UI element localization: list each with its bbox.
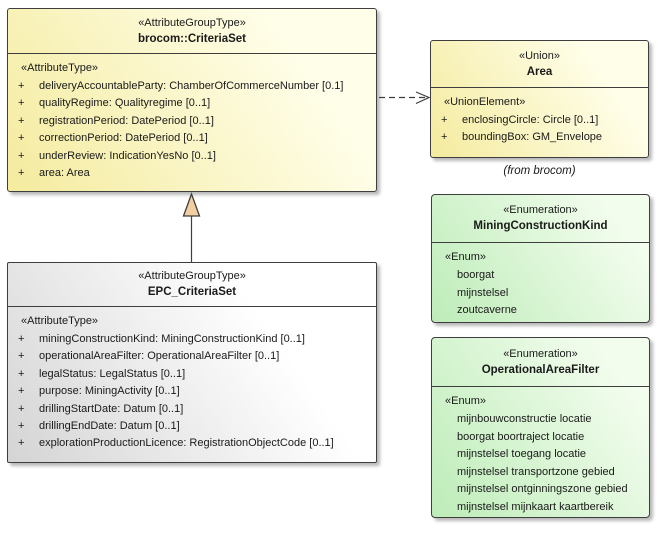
enum-literal: mijnstelsel toegang locatie <box>457 448 587 460</box>
section-label: «UnionElement» <box>444 96 526 108</box>
attribute-row: + miningConstructionKind: MiningConstruc… <box>16 331 372 348</box>
from-package-note: (from brocom) <box>503 165 576 177</box>
enum-literal: mijnstelsel transportzone gebied <box>457 465 615 478</box>
class-name: brocom::CriteriaSet <box>138 32 246 45</box>
stereotype-label: «Enumeration» <box>503 347 578 360</box>
attribute-row: + area: Area <box>16 165 372 182</box>
section-label: «AttributeType» <box>21 62 99 74</box>
visibility-marker: + <box>18 167 25 180</box>
class-name: Area <box>526 65 553 78</box>
visibility-marker: + <box>18 80 25 92</box>
visibility-marker: + <box>18 385 25 398</box>
enum-literal: zoutcaverne <box>457 304 517 316</box>
visibility-marker: + <box>18 149 25 162</box>
attribute-row: + explorationProductionLicence: Registra… <box>16 435 372 452</box>
attribute-row: + correctionPeriod: DatePeriod [0..1] <box>16 130 372 147</box>
visibility-marker: + <box>441 131 448 144</box>
visibility-marker: + <box>18 420 25 433</box>
section-label: «AttributeType» <box>21 315 99 327</box>
visibility-marker: + <box>18 402 25 415</box>
dependency-open-arrowhead-icon <box>415 91 431 105</box>
section-label: «Enum» <box>445 395 486 407</box>
attribute-text: underReview: IndicationYesNo [0..1] <box>39 149 216 162</box>
generalization-triangle-arrowhead-icon <box>182 192 201 217</box>
attribute-text: deliveryAccountableParty: ChamberOfComme… <box>39 80 344 92</box>
class-name: EPC_CriteriaSet <box>147 286 237 298</box>
attribute-row: + enclosingCircle: Circle [0..1] <box>439 112 644 129</box>
stereotype-label: «AttributeGroupType» <box>138 270 246 282</box>
enum-literal: mijnstelsel ontginningszone gebied <box>457 483 628 495</box>
enum-literal: mijnstelsel <box>457 286 509 299</box>
stereotype-label: «AttributeGroupType» <box>138 16 246 29</box>
attribute-text: miningConstructionKind: MiningConstructi… <box>39 333 305 345</box>
attribute-text: area: Area <box>39 167 90 180</box>
attribute-row: + deliveryAccountableParty: ChamberOfCom… <box>16 78 372 95</box>
class-header: «Union» Area <box>431 41 648 88</box>
attribute-text: purpose: MiningActivity [0..1] <box>39 385 180 398</box>
visibility-marker: + <box>18 333 25 345</box>
enum-literal: mijnstelsel mijnkaart kaartbereik <box>457 500 614 513</box>
visibility-marker: + <box>18 97 25 110</box>
attribute-text: drillingStartDate: Datum [0..1] <box>39 402 184 415</box>
visibility-marker: + <box>18 114 25 127</box>
visibility-marker: + <box>18 367 25 380</box>
attributes-section: «UnionElement» + enclosingCircle: Circle… <box>431 88 648 151</box>
attribute-text: drillingEndDate: Datum [0..1] <box>39 420 180 433</box>
class-header: «AttributeGroupType» brocom::CriteriaSet <box>8 9 376 54</box>
enum-literal: mijnbouwconstructie locatie <box>457 413 592 425</box>
class-name: MiningConstructionKind <box>473 220 608 232</box>
attribute-text: legalStatus: LegalStatus [0..1] <box>39 367 186 380</box>
attribute-row: + registrationPeriod: DatePeriod [0..1] <box>16 113 372 130</box>
enum-section: «Enum» mijnbouwconstructie locatie boorg… <box>432 387 649 520</box>
class-box-brocom-criteriaset: «AttributeGroupType» brocom::CriteriaSet… <box>7 8 377 192</box>
attribute-text: explorationProductionLicence: Registrati… <box>39 437 334 450</box>
stereotype-label: «Enumeration» <box>503 204 578 216</box>
enumeration-box-operationalareafilter: «Enumeration» OperationalAreaFilter «Enu… <box>431 337 650 518</box>
class-header: «AttributeGroupType» EPC_CriteriaSet <box>8 263 376 307</box>
attribute-text: registrationPeriod: DatePeriod [0..1] <box>39 114 214 127</box>
attribute-row: + underReview: IndicationYesNo [0..1] <box>16 148 372 165</box>
attribute-row: + qualityRegime: Qualityregime [0..1] <box>16 95 372 112</box>
attributes-section: «AttributeType» + deliveryAccountablePar… <box>8 54 376 186</box>
attribute-text: boundingBox: GM_Envelope <box>462 131 603 144</box>
attribute-text: enclosingCircle: Circle [0..1] <box>462 114 599 126</box>
visibility-marker: + <box>441 114 448 126</box>
attributes-section: «AttributeType» + miningConstructionKind… <box>8 307 376 457</box>
enumeration-box-miningconstructionkind: «Enumeration» MiningConstructionKind «En… <box>431 194 650 323</box>
class-header: «Enumeration» MiningConstructionKind <box>432 195 649 243</box>
enum-section: «Enum» boorgat mijnstelsel zoutcaverne <box>432 243 649 324</box>
attribute-text: operationalAreaFilter: OperationalAreaFi… <box>39 350 280 363</box>
attribute-row: + drillingEndDate: Datum [0..1] <box>16 418 372 435</box>
enum-literal: boorgat boortraject locatie <box>457 430 585 443</box>
stereotype-label: «Union» <box>519 49 560 62</box>
class-box-epc-criteriaset: «AttributeGroupType» EPC_CriteriaSet «At… <box>7 262 377 463</box>
class-box-area-union: «Union» Area «UnionElement» + enclosingC… <box>430 40 649 158</box>
class-header: «Enumeration» OperationalAreaFilter <box>432 338 649 387</box>
class-name: OperationalAreaFilter <box>481 363 600 376</box>
section-label: «Enum» <box>445 251 486 263</box>
attribute-text: correctionPeriod: DatePeriod [0..1] <box>39 132 208 145</box>
attribute-row: + boundingBox: GM_Envelope <box>439 129 644 146</box>
visibility-marker: + <box>18 132 25 145</box>
attribute-text: qualityRegime: Qualityregime [0..1] <box>39 97 211 110</box>
attribute-row: + operationalAreaFilter: OperationalArea… <box>16 348 372 365</box>
attribute-row: + purpose: MiningActivity [0..1] <box>16 383 372 400</box>
visibility-marker: + <box>18 437 25 450</box>
visibility-marker: + <box>18 350 25 363</box>
attribute-row: + legalStatus: LegalStatus [0..1] <box>16 366 372 383</box>
enum-literal: boorgat <box>457 269 495 281</box>
attribute-row: + drillingStartDate: Datum [0..1] <box>16 401 372 418</box>
